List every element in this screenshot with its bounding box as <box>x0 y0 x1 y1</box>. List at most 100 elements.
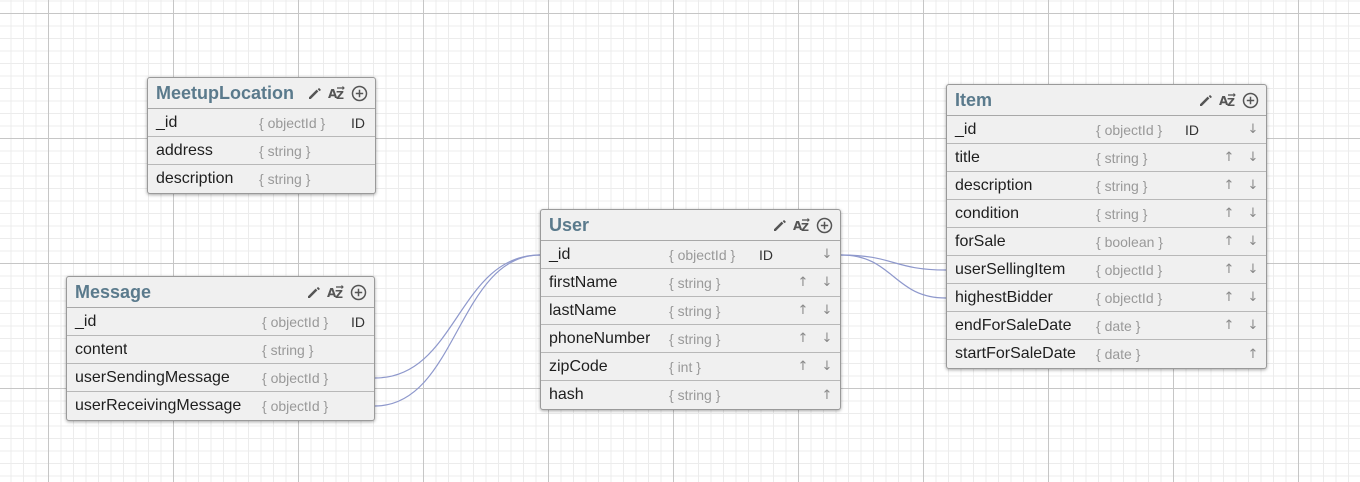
arrow-up-icon[interactable]: ↑ <box>1223 262 1235 277</box>
field-row[interactable]: _id{ objectId }ID <box>67 308 374 336</box>
relationship-link[interactable] <box>840 254 947 299</box>
field-id-badge: ID <box>1185 121 1199 138</box>
add-circle-icon[interactable] <box>1241 91 1259 109</box>
arrow-up-icon[interactable]: ↑ <box>1223 318 1235 333</box>
field-type: { date } <box>1096 346 1141 362</box>
arrow-up-icon[interactable]: ↑ <box>797 275 809 290</box>
field-row[interactable]: title{ string }↑↓ <box>947 144 1266 172</box>
arrow-down-icon[interactable]: ↓ <box>821 331 833 346</box>
arrow-down-icon[interactable]: ↓ <box>821 247 833 262</box>
field-row[interactable]: startForSaleDate{ date }↑ <box>947 340 1266 368</box>
field-row[interactable]: _id { objectId } ID ↓ <box>947 116 1266 144</box>
field-row[interactable]: description{ string } <box>148 165 375 193</box>
arrow-down-icon[interactable]: ↓ <box>821 303 833 318</box>
arrow-down-icon[interactable]: ↓ <box>1247 150 1259 165</box>
field-type: { objectId } <box>1096 121 1163 138</box>
pencil-icon[interactable] <box>771 216 789 234</box>
arrow-down-icon[interactable]: ↓ <box>1247 290 1259 305</box>
field-name: userSendingMessage <box>75 368 230 386</box>
field-name: lastName <box>549 301 617 319</box>
table-title: MeetupLocation <box>156 82 294 103</box>
field-name: userSellingItem <box>955 260 1066 278</box>
arrow-down-icon[interactable]: ↓ <box>1247 234 1259 249</box>
field-row[interactable]: endForSaleDate{ date }↑↓ <box>947 312 1266 340</box>
arrow-up-icon[interactable]: ↑ <box>797 359 809 374</box>
arrow-up-icon[interactable]: ↑ <box>1223 290 1235 305</box>
field-type: { string } <box>669 274 721 291</box>
relationship-link[interactable] <box>374 254 541 407</box>
field-row[interactable]: phoneNumber{ string }↑↓ <box>541 325 840 353</box>
field-row[interactable]: address{ string } <box>148 137 375 165</box>
arrow-down-icon[interactable]: ↑ <box>1247 346 1259 362</box>
field-name: description <box>156 170 234 187</box>
field-type: { objectId } <box>262 398 329 414</box>
arrow-down-icon[interactable]: ↓ <box>1247 122 1259 137</box>
relationship-link[interactable] <box>374 254 541 379</box>
arrow-down-icon[interactable]: ↓ <box>821 359 833 374</box>
field-name: _id <box>75 312 97 330</box>
arrow-up-icon[interactable]: ↑ <box>1223 234 1235 249</box>
field-row[interactable]: userSellingItem{ objectId }↑↓ <box>947 256 1266 284</box>
field-type: { string } <box>259 142 311 159</box>
arrow-up-icon[interactable]: ↑ <box>1223 206 1235 221</box>
field-type: { string } <box>669 387 721 403</box>
field-row[interactable]: userSendingMessage { objectId } <box>67 364 374 392</box>
field-row[interactable]: firstName{ string }↑↓ <box>541 269 840 297</box>
field-name: title <box>955 148 980 166</box>
add-circle-icon[interactable] <box>349 283 367 301</box>
add-circle-icon[interactable] <box>350 84 368 102</box>
field-name: forSale <box>955 232 1006 250</box>
field-row[interactable]: description{ string }↑↓ <box>947 172 1266 200</box>
field-name: endForSaleDate <box>955 316 1072 334</box>
field-type: { string } <box>1096 177 1148 194</box>
arrow-down-icon[interactable]: ↓ <box>1247 318 1259 333</box>
field-row[interactable]: content{ string } <box>67 336 374 364</box>
arrow-down-icon[interactable]: ↓ <box>821 275 833 290</box>
field-row[interactable]: userReceivingMessage{ objectId } <box>67 392 374 420</box>
field-name: _id <box>549 245 571 263</box>
arrow-down-icon[interactable]: ↓ <box>1247 206 1259 221</box>
arrow-up-icon[interactable]: ↑ <box>1223 150 1235 165</box>
arrow-up-icon[interactable]: ↑ <box>797 331 809 346</box>
field-type: { objectId } <box>262 369 329 386</box>
pencil-icon[interactable] <box>1197 91 1215 109</box>
field-name: phoneNumber <box>549 329 651 347</box>
field-row[interactable]: _id{ objectId }ID↓ <box>541 241 840 269</box>
field-row[interactable]: condition{ string }↑↓ <box>947 200 1266 228</box>
field-row[interactable]: hash{ string }↑ <box>541 381 840 409</box>
svg-text:Z: Z <box>335 288 343 300</box>
pencil-icon[interactable] <box>305 283 323 301</box>
pencil-icon[interactable] <box>306 84 324 102</box>
field-type: { objectId } <box>259 114 326 131</box>
arrow-down-icon[interactable]: ↑ <box>821 387 833 403</box>
field-row[interactable]: lastName{ string }↑↓ <box>541 297 840 325</box>
field-row[interactable]: highestBidder{ objectId }↑↓ <box>947 284 1266 312</box>
arrow-up-icon[interactable]: ↑ <box>1223 178 1235 193</box>
field-row[interactable]: _id{ objectId }ID <box>148 109 375 137</box>
field-row[interactable]: forSale{ boolean }↑↓ <box>947 228 1266 256</box>
field-name: _id <box>955 120 977 138</box>
relationship-link[interactable] <box>840 254 947 271</box>
arrow-down-icon[interactable]: ↓ <box>1247 262 1259 277</box>
arrow-up-icon[interactable]: ↑ <box>797 303 809 318</box>
field-row[interactable]: zipCode{ int }↑↓ <box>541 353 840 381</box>
arrow-down-icon[interactable]: ↓ <box>1247 178 1259 193</box>
svg-text:Z: Z <box>1227 96 1235 108</box>
add-circle-icon[interactable] <box>815 216 833 234</box>
